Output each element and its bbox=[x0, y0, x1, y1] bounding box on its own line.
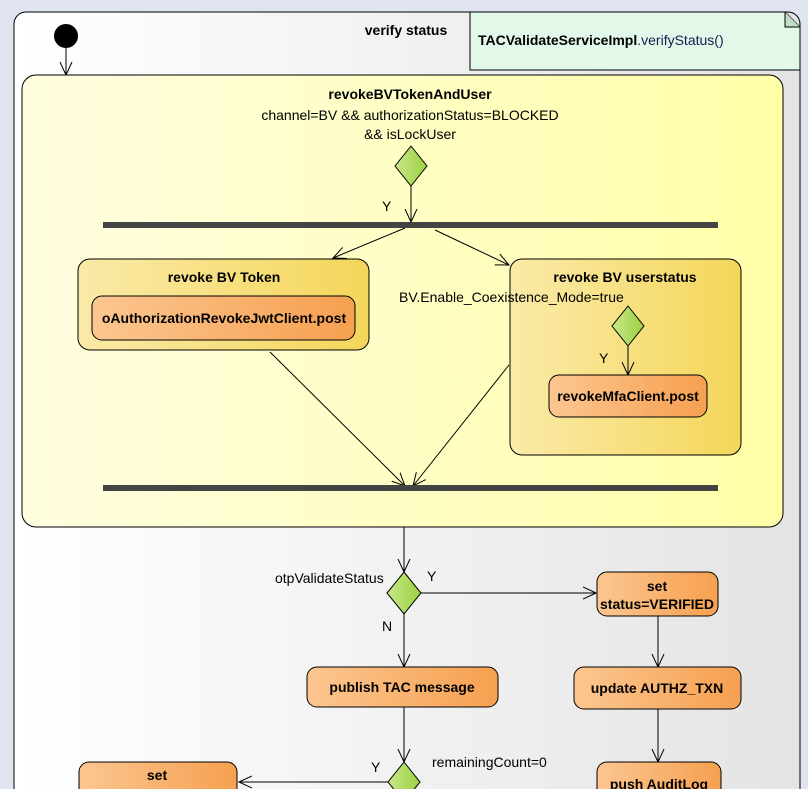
diagram-title: verify status bbox=[365, 22, 448, 38]
yes-label: Y bbox=[599, 350, 609, 366]
action-publish-tac[interactable] bbox=[306, 666, 499, 708]
action-push-auditlog[interactable] bbox=[596, 761, 722, 789]
otp-guard: otpValidateStatus bbox=[275, 570, 384, 586]
action-set-bottom[interactable] bbox=[78, 761, 238, 789]
left-region-title: revoke BV Token bbox=[168, 269, 281, 285]
action-set-verified-line2: status=VERIFIED bbox=[600, 596, 714, 612]
right-region-title: revoke BV userstatus bbox=[553, 269, 696, 285]
fork-bar[interactable] bbox=[103, 222, 718, 228]
note-class-name: TACValidateServiceImpl bbox=[478, 32, 637, 48]
action-set-verified-line1: set bbox=[647, 578, 668, 594]
yes-label: Y bbox=[427, 568, 437, 584]
action-revoke-mfa-label: revokeMfaClient.post bbox=[557, 388, 699, 404]
remaining-guard: remainingCount=0 bbox=[432, 754, 547, 770]
note-method: .verifyStatus() bbox=[637, 32, 723, 48]
action-revoke-jwt[interactable] bbox=[91, 295, 356, 341]
action-set-bottom-label: set bbox=[147, 767, 168, 783]
remaining-decision-node[interactable] bbox=[387, 761, 421, 789]
initial-node[interactable] bbox=[54, 24, 78, 48]
region-title: revokeBVTokenAndUser bbox=[328, 86, 492, 102]
svg-text:TACValidateServiceImpl.verifyS: TACValidateServiceImpl.verifyStatus() bbox=[478, 32, 724, 48]
coexistence-guard: BV.Enable_Coexistence_Mode=true bbox=[399, 289, 624, 305]
region-guard-line1: channel=BV && authorizationStatus=BLOCKE… bbox=[261, 107, 558, 123]
action-update-authz-label: update AUTHZ_TXN bbox=[591, 680, 723, 696]
region-guard-line2: && isLockUser bbox=[364, 126, 456, 142]
action-publish-tac-label: publish TAC message bbox=[329, 679, 474, 695]
action-push-auditlog-label: push AuditLog bbox=[610, 776, 708, 789]
note[interactable]: TACValidateServiceImpl.verifyStatus() bbox=[469, 11, 801, 71]
action-revoke-mfa[interactable] bbox=[548, 374, 708, 418]
yes-label: Y bbox=[371, 759, 381, 775]
join-bar[interactable] bbox=[103, 485, 718, 491]
no-label: N bbox=[382, 618, 392, 634]
yes-label: Y bbox=[382, 198, 392, 214]
action-revoke-jwt-label: oAuthorizationRevokeJwtClient.post bbox=[102, 310, 347, 326]
